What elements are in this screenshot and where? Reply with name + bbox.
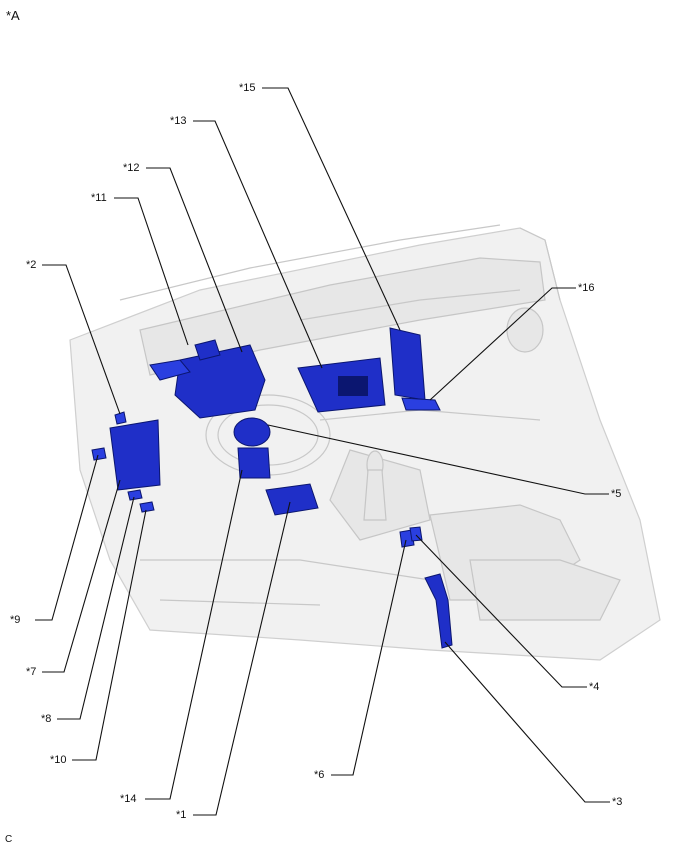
callout-7: *7 [26,666,37,678]
airbag-sensor-1 [265,483,319,516]
meter-bracket [194,339,221,361]
callout-6: *6 [314,769,325,781]
meter-harness [149,359,191,381]
callout-14: *14 [120,793,137,805]
callout-12: *12 [123,162,140,174]
leader-16 [429,287,576,401]
part-10 [139,501,155,513]
leader-10 [72,509,147,761]
callout-9: *9 [10,614,21,626]
module-15 [389,327,426,401]
steering-sensor-14 [237,447,271,479]
dashboard-illustration [69,224,661,661]
shift-lever-3 [424,573,453,649]
leader-9 [35,454,99,621]
leader-lines [35,87,610,816]
callout-16: *16 [578,282,595,294]
corner-code: C [5,834,13,845]
callout-3: *3 [612,796,623,808]
radio-display [338,376,368,396]
callout-10: *10 [50,754,67,766]
leader-15 [262,87,401,331]
leader-13 [193,120,323,369]
leader-14 [145,469,243,800]
callout-4: *4 [589,681,600,693]
callout-1: *1 [176,809,187,821]
callout-2: *2 [26,259,37,271]
leader-4 [415,534,587,688]
callout-5: *5 [611,488,622,500]
callout-13: *13 [170,115,187,127]
part-2 [114,411,127,425]
leader-8 [57,496,135,720]
blue-components [91,327,453,649]
leader-2 [42,264,121,415]
spiral-cable [233,417,271,447]
module-16 [401,397,441,411]
leader-6 [331,539,407,776]
leader-7 [42,479,121,673]
leader-3 [444,641,610,803]
leader-11 [114,197,189,346]
ecu-7 [109,419,161,491]
leader-1 [193,501,291,816]
callout-8: *8 [41,713,52,725]
part-8 [127,489,143,501]
callout-11: *11 [91,192,107,204]
combination-meter [174,344,266,419]
leader-5 [267,424,609,495]
leader-12 [146,167,243,353]
part-9 [91,447,107,461]
callout-15: *15 [239,82,256,94]
view-label: *A [6,8,20,23]
